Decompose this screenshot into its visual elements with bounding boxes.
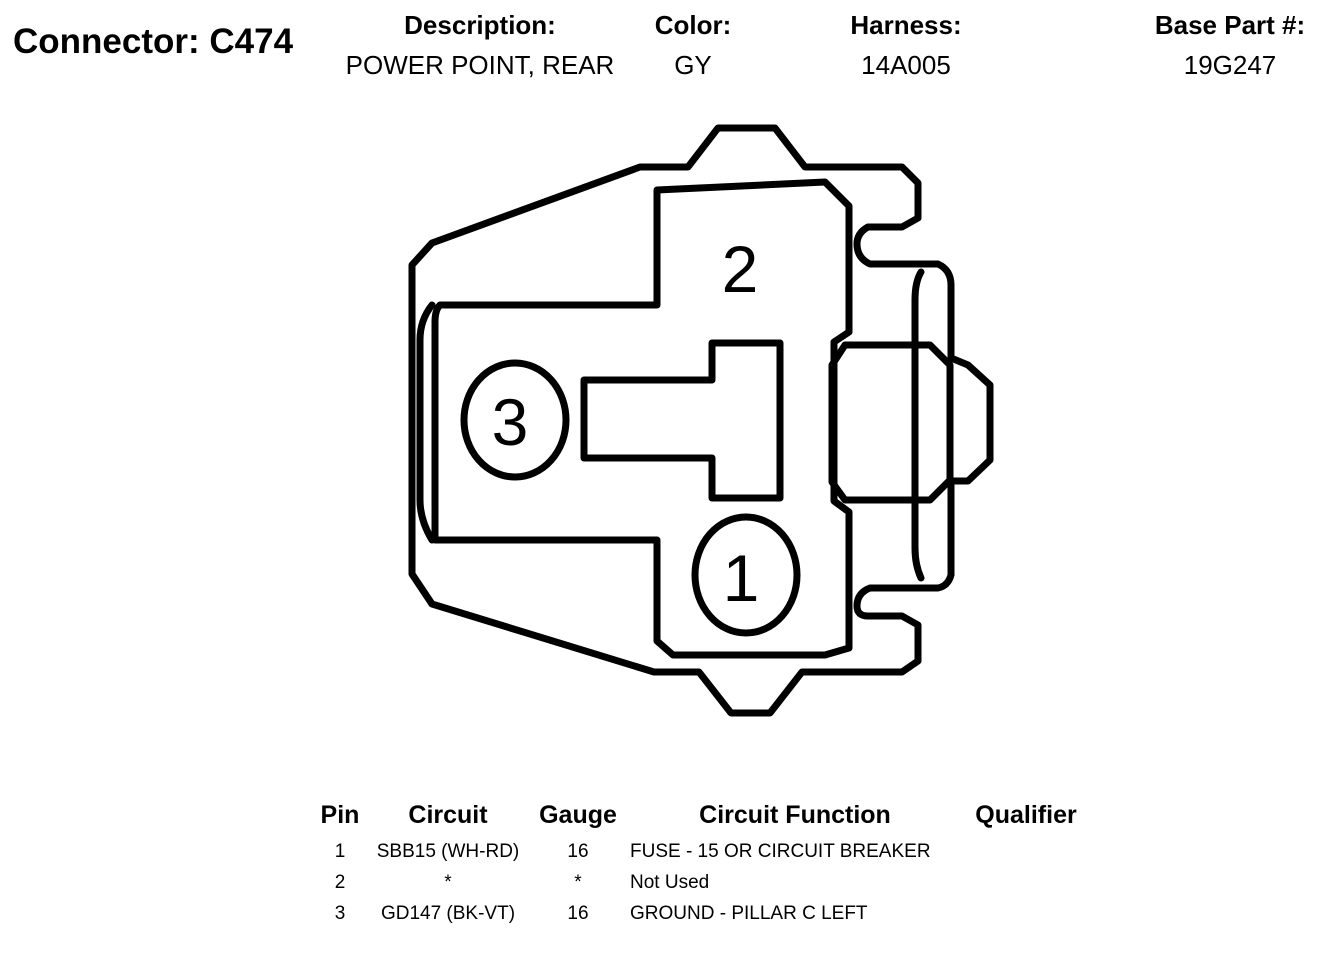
table-row-circuit: * bbox=[444, 872, 452, 893]
latch-block bbox=[828, 341, 954, 504]
color-value: GY bbox=[674, 50, 712, 80]
table-row-function: Not Used bbox=[630, 872, 710, 893]
header-qualifier: Qualifier bbox=[975, 801, 1077, 829]
table-row-pin: 3 bbox=[334, 903, 346, 924]
pin-3-label: 3 bbox=[492, 385, 529, 459]
connector-title: Connector: C474 bbox=[13, 22, 294, 61]
table-row-gauge: 16 bbox=[567, 903, 589, 924]
description-label: Description: bbox=[404, 10, 556, 40]
table-row-pin: 1 bbox=[334, 841, 346, 862]
header-gauge: Gauge bbox=[539, 801, 617, 829]
harness-value: 14A005 bbox=[861, 50, 951, 80]
table-row-circuit: GD147 (BK-VT) bbox=[380, 903, 516, 924]
connector-outer-shell bbox=[408, 124, 994, 717]
base-part-value: 19G247 bbox=[1183, 50, 1277, 80]
pin-1-circle bbox=[691, 513, 801, 637]
header-pin: Pin bbox=[320, 801, 360, 829]
table-row-circuit: SBB15 (WH-RD) bbox=[376, 841, 520, 862]
color-label: Color: bbox=[654, 10, 732, 40]
description-value: POWER POINT, REAR bbox=[345, 50, 615, 80]
pin-2-label: 2 bbox=[722, 232, 759, 306]
pin-3-circle bbox=[460, 359, 570, 481]
keying-feature bbox=[580, 339, 784, 502]
table-row-gauge: * bbox=[574, 872, 582, 893]
table-row-pin: 2 bbox=[334, 872, 346, 893]
header-circuit-function: Circuit Function bbox=[699, 801, 891, 829]
table-row-gauge: 16 bbox=[567, 841, 589, 862]
table-row-function: FUSE - 15 OR CIRCUIT BREAKER bbox=[630, 841, 931, 862]
header-circuit: Circuit bbox=[408, 801, 488, 829]
pin-1-label: 1 bbox=[723, 541, 760, 615]
base-part-label: Base Part #: bbox=[1154, 10, 1306, 40]
harness-label: Harness: bbox=[850, 10, 962, 40]
table-row-function: GROUND - PILLAR C LEFT bbox=[630, 903, 868, 924]
connector-inner-cavity bbox=[431, 178, 853, 659]
